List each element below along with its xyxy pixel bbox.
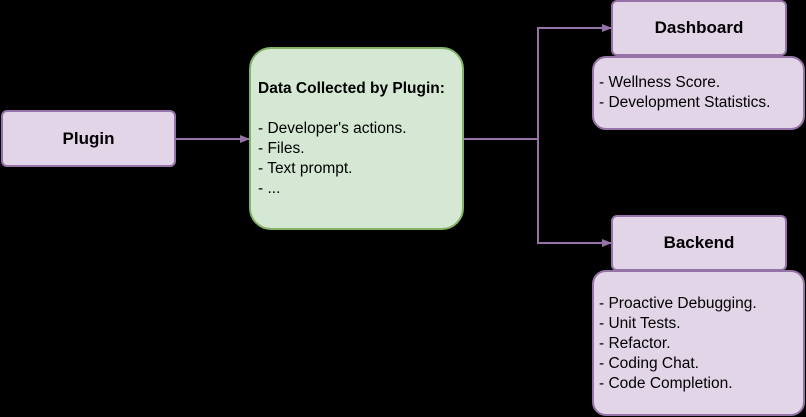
backend-feature-item: - Proactive Debugging. [599, 295, 757, 312]
dashboard-feature-item: - Wellness Score. [599, 74, 721, 91]
arrow-data-to-dashboard [464, 24, 612, 140]
data-collected-item: - ... [258, 180, 281, 197]
backend-label: Backend [663, 233, 735, 252]
backend-features-box: - Proactive Debugging. - Unit Tests. - R… [592, 270, 805, 416]
dashboard-feature-item: - Development Statistics. [599, 94, 771, 111]
dashboard-node: Dashboard [611, 0, 787, 56]
plugin-label: Plugin [62, 128, 115, 148]
plugin-node: Plugin [1, 110, 176, 167]
data-collected-item: - Files. [258, 140, 305, 157]
data-collected-node: Data Collected by Plugin: - Developer's … [249, 47, 464, 230]
backend-feature-item: - Coding Chat. [599, 355, 699, 372]
dashboard-label: Dashboard [654, 18, 744, 37]
data-collected-item: - Developer's actions. [258, 120, 407, 137]
backend-feature-item: - Unit Tests. [599, 315, 681, 332]
backend-node: Backend [611, 215, 787, 271]
arrow-data-to-backend [537, 139, 612, 247]
dashboard-features-box: - Wellness Score. - Development Statisti… [592, 56, 805, 130]
backend-feature-item: - Refactor. [599, 335, 671, 352]
backend-feature-item: - Code Completion. [599, 375, 733, 392]
data-collected-heading: Data Collected by Plugin: [258, 80, 445, 97]
data-collected-item: - Text prompt. [258, 160, 353, 177]
